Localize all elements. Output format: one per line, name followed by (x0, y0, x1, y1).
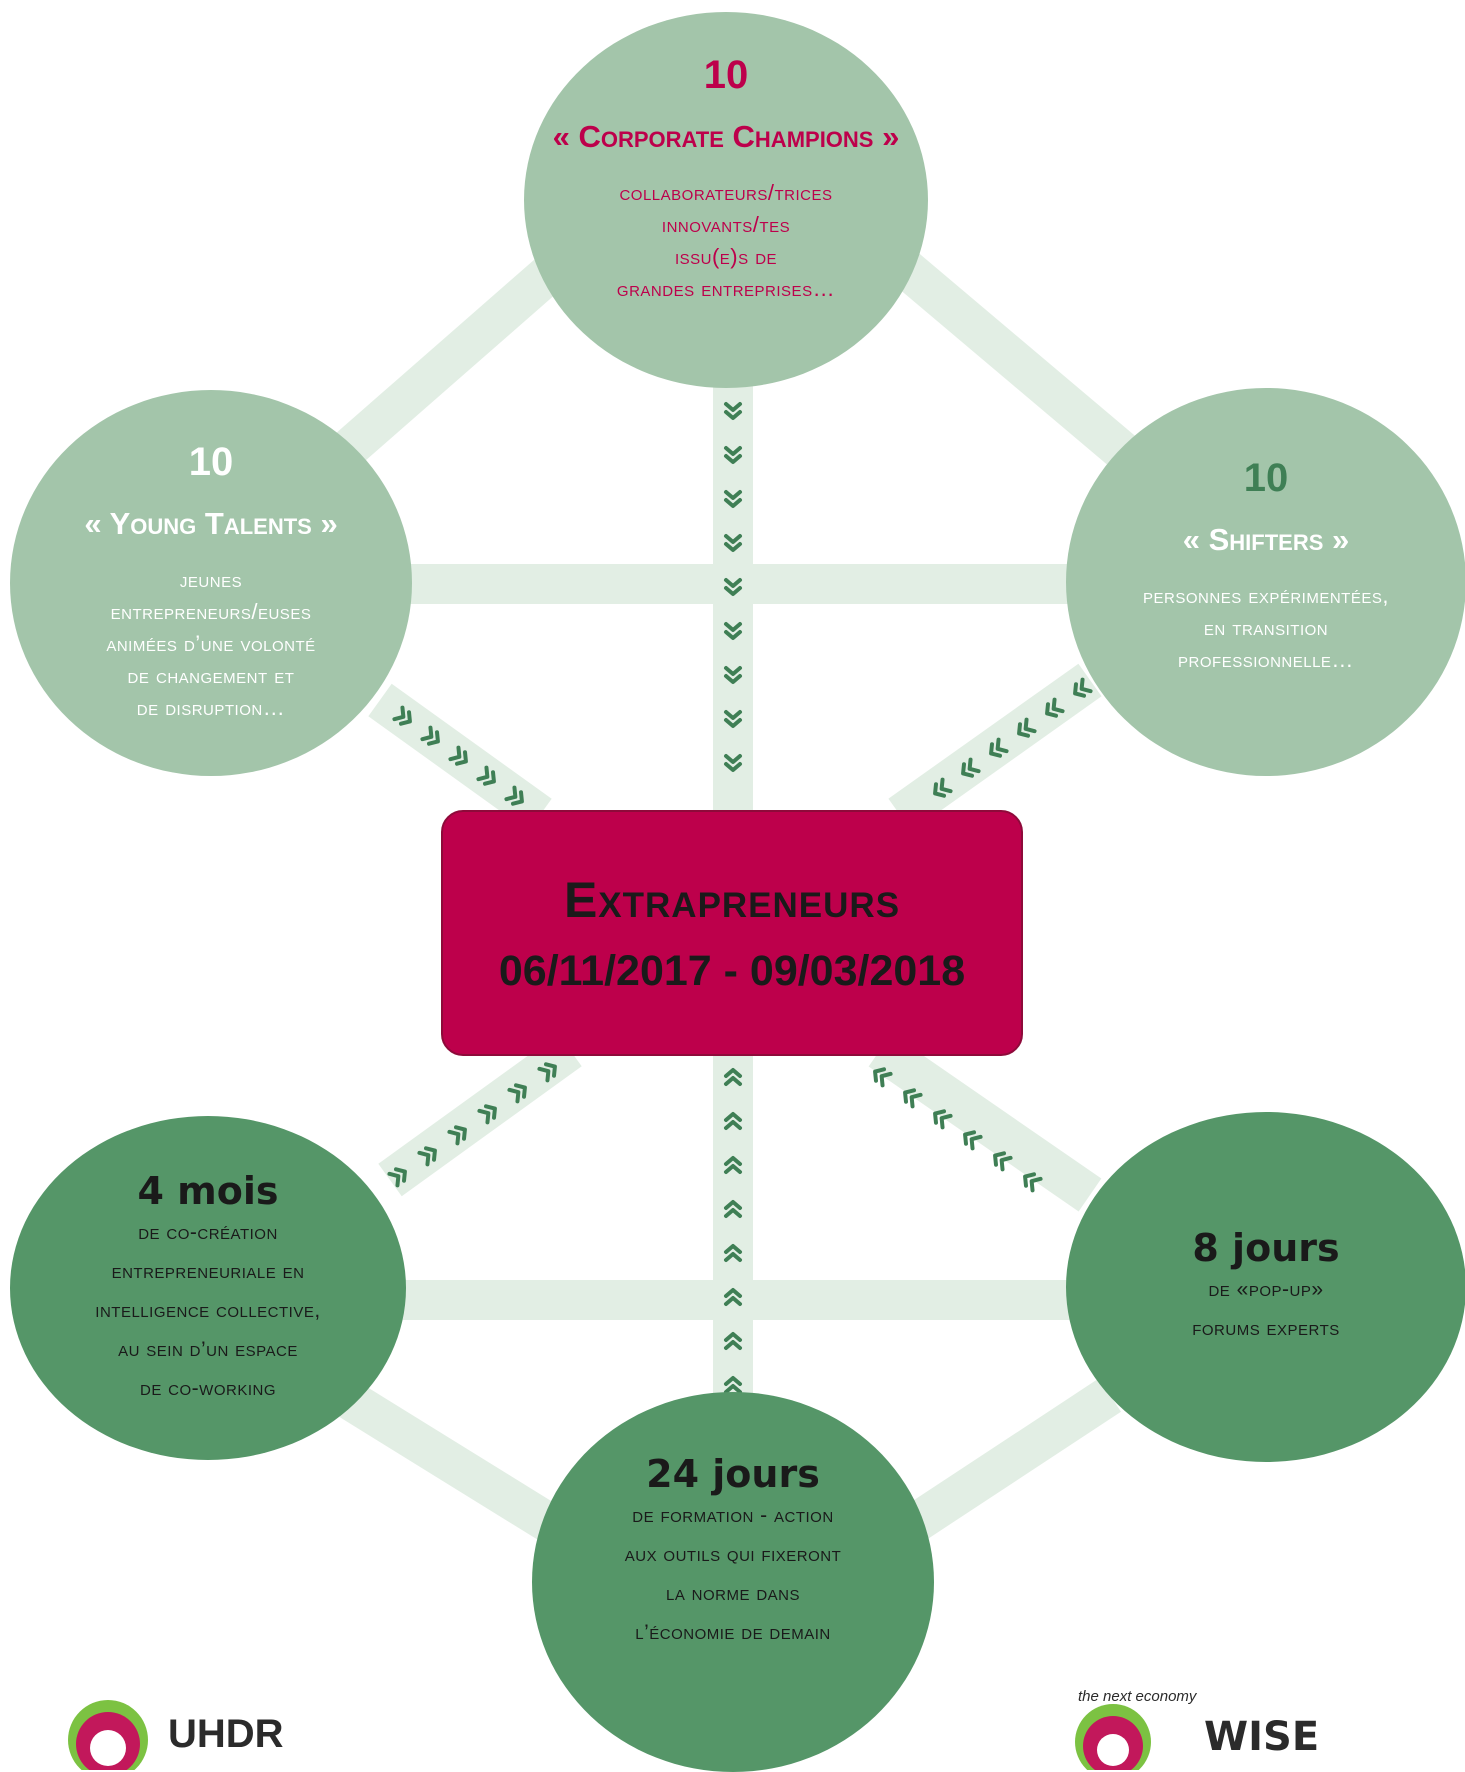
guillemet-arrow-icon (507, 1083, 527, 1104)
guillemet-arrow-icon (476, 765, 496, 786)
guillemet-arrow-icon (1073, 677, 1093, 698)
guillemet-arrow-icon (963, 1130, 983, 1151)
extrapreneurs-box: Extrapreneurs 06/11/2017 - 09/03/2018 (441, 810, 1023, 1056)
guillemet-arrow-icon (537, 1062, 557, 1083)
guillemet-arrow-icon (933, 777, 953, 798)
twenty-four-days-headline: 24 jours (646, 1452, 820, 1496)
description-line: professionnelle… (1178, 647, 1354, 672)
guillemet-arrow-icon (392, 705, 412, 726)
description-line: grandes entreprises… (616, 276, 836, 301)
connector-bottomleft-bottom (339, 1382, 571, 1548)
double-chevron-down-icon (724, 622, 742, 640)
young-talents-count: 10 (188, 440, 234, 484)
description-line: en transition (1203, 615, 1329, 640)
description-line: au sein d’un espace (118, 1337, 298, 1361)
guillemet-arrow-icon (1045, 697, 1065, 718)
young-talents-description: jeunes entrepreneurs/euses animées d’une… (106, 564, 315, 724)
double-chevron-up-icon (724, 1376, 742, 1394)
guillemet-arrow-icon (504, 785, 524, 806)
double-chevron-down-icon (724, 446, 742, 464)
connector-bottomright-bottom (894, 1378, 1121, 1547)
program-title: Extrapreneurs (563, 871, 901, 928)
double-chevron-up-icon (724, 1244, 742, 1262)
guillemet-arrow-icon (933, 1109, 953, 1130)
eight-days-headline: 8 jours (1192, 1226, 1340, 1270)
description-line: de co-working (140, 1376, 276, 1400)
description-line: personnes expérimentées, (1143, 583, 1389, 608)
shifters-circle: 10 « Shifters » personnes expérimentées,… (1066, 388, 1465, 776)
description-line: collaborateurs/trices (619, 180, 833, 205)
eight-days-description: de «pop-up» forums experts (1192, 1270, 1340, 1348)
four-months-circle: 4 mois de co-création entrepreneuriale e… (10, 1116, 406, 1460)
uhdr-logo-text: UHDR (168, 1712, 284, 1756)
guillemet-arrow-icon (993, 1151, 1013, 1172)
description-line: entrepreneuriale en (111, 1259, 305, 1283)
corporate-champions-description: collaborateurs/trices innovants/tes issu… (617, 177, 835, 305)
double-chevron-down-icon (724, 710, 742, 728)
shifters-title: « Shifters » (1182, 522, 1350, 557)
guillemet-arrow-icon (1017, 717, 1037, 738)
guillemet-arrow-icon (873, 1067, 893, 1088)
double-chevron-down-icon (724, 490, 742, 508)
double-chevron-up-icon (724, 1288, 742, 1306)
guillemet-arrow-icon (477, 1104, 497, 1125)
description-line: de formation - action (632, 1504, 834, 1527)
uhdr-logo-icon (68, 1700, 148, 1770)
wise-logo-tagline: the next economy (1078, 1688, 1197, 1705)
four-months-description: de co-création entrepreneuriale en intel… (95, 1213, 320, 1408)
corporate-champions-circle: 10 « Corporate Champions » collaborateur… (524, 12, 928, 388)
guillemet-arrow-icon (447, 1125, 467, 1146)
connector-center-bottomright (868, 1033, 1102, 1212)
description-line: de disruption… (136, 695, 286, 720)
description-line: de co-création (138, 1220, 278, 1244)
guillemet-arrow-icon (961, 757, 981, 778)
guillemet-arrow-icon (417, 1146, 437, 1167)
description-line: jeunes (179, 567, 243, 592)
double-chevron-up-icon (724, 1156, 742, 1174)
program-dates: 06/11/2017 - 09/03/2018 (498, 946, 966, 995)
twenty-four-days-description: de formation - action aux outils qui fix… (625, 1496, 842, 1652)
double-chevron-down-icon (724, 666, 742, 684)
shifters-count: 10 (1243, 456, 1289, 500)
twenty-four-days-circle: 24 jours de formation - action aux outil… (532, 1392, 934, 1772)
eight-days-circle: 8 jours de «pop-up» forums experts (1066, 1112, 1465, 1462)
shifters-description: personnes expérimentées, en transition p… (1143, 580, 1389, 676)
description-line: intelligence collective, (95, 1298, 321, 1322)
guillemet-arrow-icon (420, 725, 440, 746)
wise-logo-icon (1075, 1704, 1151, 1770)
double-chevron-up-icon (724, 1068, 742, 1086)
double-chevron-down-icon (724, 534, 742, 552)
description-line: de changement et (127, 663, 295, 688)
four-months-headline: 4 mois (137, 1168, 279, 1213)
double-chevron-up-icon (724, 1332, 742, 1350)
description-line: la norme dans (665, 1582, 801, 1605)
description-line: issu(e)s de (674, 244, 778, 269)
description-line: l’économie de demain (635, 1621, 831, 1644)
double-chevron-down-icon (724, 578, 742, 596)
double-chevron-down-icon (724, 754, 742, 772)
description-line: entrepreneurs/euses (110, 599, 312, 624)
corporate-champions-title: « Corporate Champions » (552, 119, 900, 154)
guillemet-arrow-icon (903, 1088, 923, 1109)
description-line: de «pop-up» (1208, 1278, 1324, 1301)
corporate-champions-count: 10 (703, 53, 749, 97)
connector-right-center (888, 663, 1102, 832)
description-line: aux outils qui fixeront (624, 1543, 842, 1566)
young-talents-title: « Young Talents » (84, 506, 338, 541)
wise-logo-text: WISE (1204, 1714, 1320, 1760)
double-chevron-down-icon (724, 402, 742, 420)
connector-center-bottomleft (378, 1033, 582, 1197)
description-line: forums experts (1192, 1317, 1340, 1340)
double-chevron-up-icon (724, 1200, 742, 1218)
guillemet-arrow-icon (1023, 1172, 1043, 1193)
guillemet-arrow-icon (387, 1167, 407, 1188)
double-chevron-up-icon (724, 1112, 742, 1130)
guillemet-arrow-icon (448, 745, 468, 766)
description-line: animées d’une volonté (106, 631, 316, 656)
young-talents-circle: 10 « Young Talents » jeunes entrepreneur… (10, 390, 412, 776)
guillemet-arrow-icon (989, 737, 1009, 758)
description-line: innovants/tes (661, 212, 791, 237)
